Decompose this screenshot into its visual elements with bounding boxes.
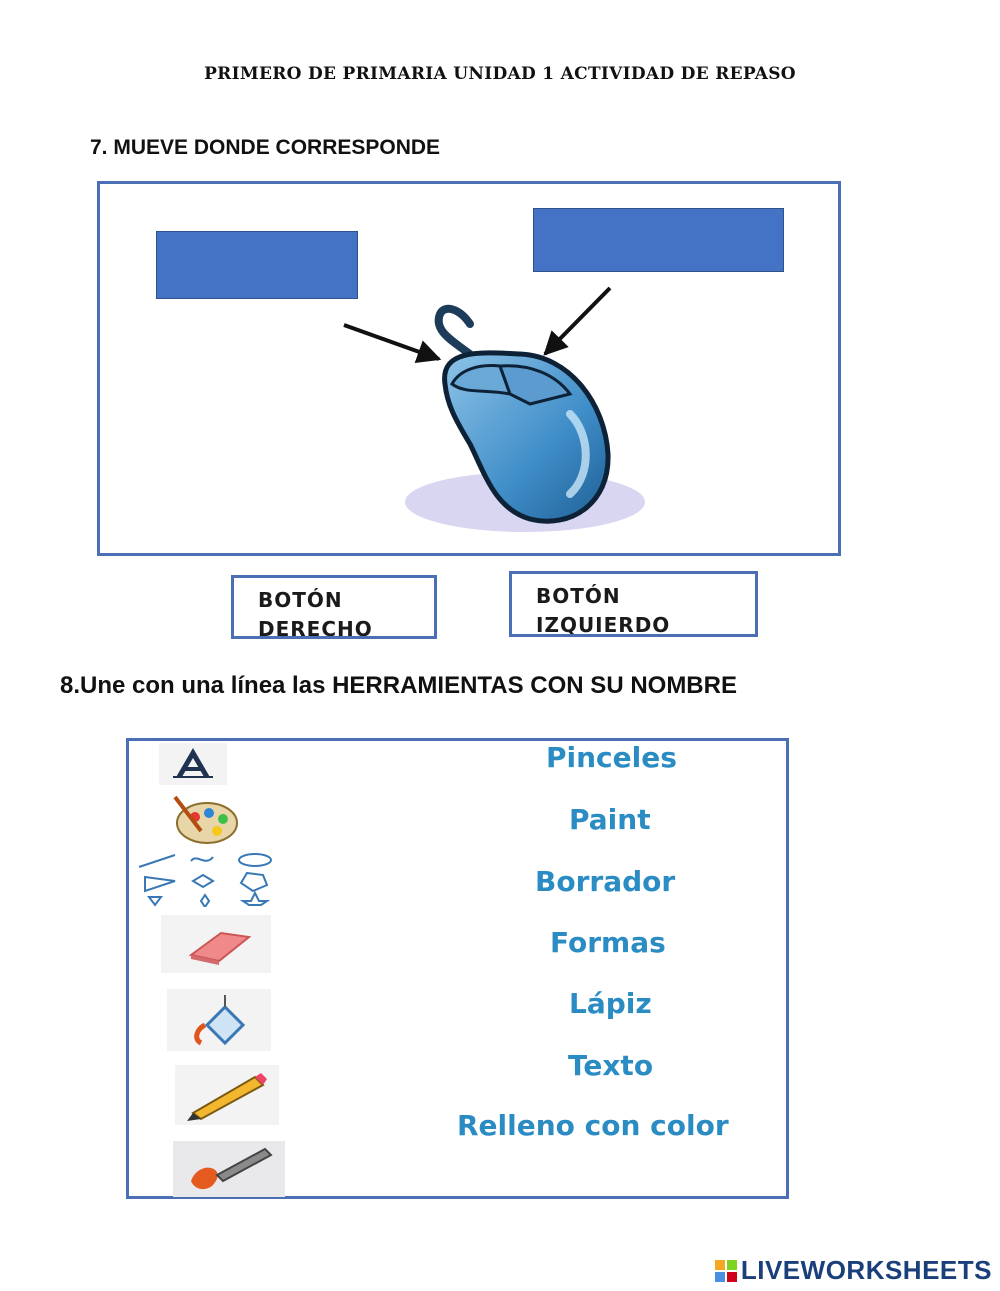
tool-name-relleno[interactable]: Relleno con color [457,1109,729,1142]
pencil-icon[interactable] [175,1065,279,1125]
tool-name-formas[interactable]: Formas [550,926,666,959]
mouse-illustration [343,286,645,532]
drop-zone-right-button[interactable] [156,231,358,299]
arrow-to-right-button [343,323,442,364]
liveworksheets-brand-text: LIVEWORKSHEETS [740,1255,992,1285]
chip-boton-derecho-label: BOTÓN DERECHO [258,588,373,639]
shapes-icon[interactable] [135,851,281,909]
chip-boton-derecho[interactable]: BOTÓN DERECHO [231,575,437,639]
tool-name-borrador[interactable]: Borrador [535,865,676,898]
brush-icon[interactable] [173,1141,285,1197]
liveworksheets-logo-icon [714,1259,737,1282]
liveworksheets-logo: LIVEWORKSHEETS [714,1255,992,1286]
chip-boton-izquierdo-label: BOTÓN IZQUIERDO [536,584,671,637]
tool-name-lapiz[interactable]: Lápiz [569,987,652,1020]
paint-palette-icon[interactable] [167,793,245,845]
arrow-to-left-button [543,286,612,356]
tool-name-pinceles[interactable]: Pinceles [546,741,677,774]
fill-bucket-icon[interactable] [167,989,271,1051]
drop-zone-left-button[interactable] [533,208,784,272]
text-icon[interactable] [159,743,227,785]
question-8-label: 8.Une con una línea las HERRAMIENTAS CON… [60,672,737,699]
chip-boton-izquierdo[interactable]: BOTÓN IZQUIERDO [509,571,758,637]
page-title: PRIMERO DE PRIMARIA UNIDAD 1 ACTIVIDAD D… [204,64,796,84]
question-7-label: 7. MUEVE DONDE CORRESPONDE [90,136,441,159]
mouse-left-button [497,364,573,406]
tools-matching-frame: Pinceles Paint Borrador Formas Lápiz Tex… [126,738,789,1199]
mouse-diagram-frame [97,181,841,556]
tool-name-paint[interactable]: Paint [569,803,651,836]
eraser-icon[interactable] [161,915,271,973]
mouse-cable [434,304,489,370]
tool-name-texto[interactable]: Texto [568,1049,654,1082]
